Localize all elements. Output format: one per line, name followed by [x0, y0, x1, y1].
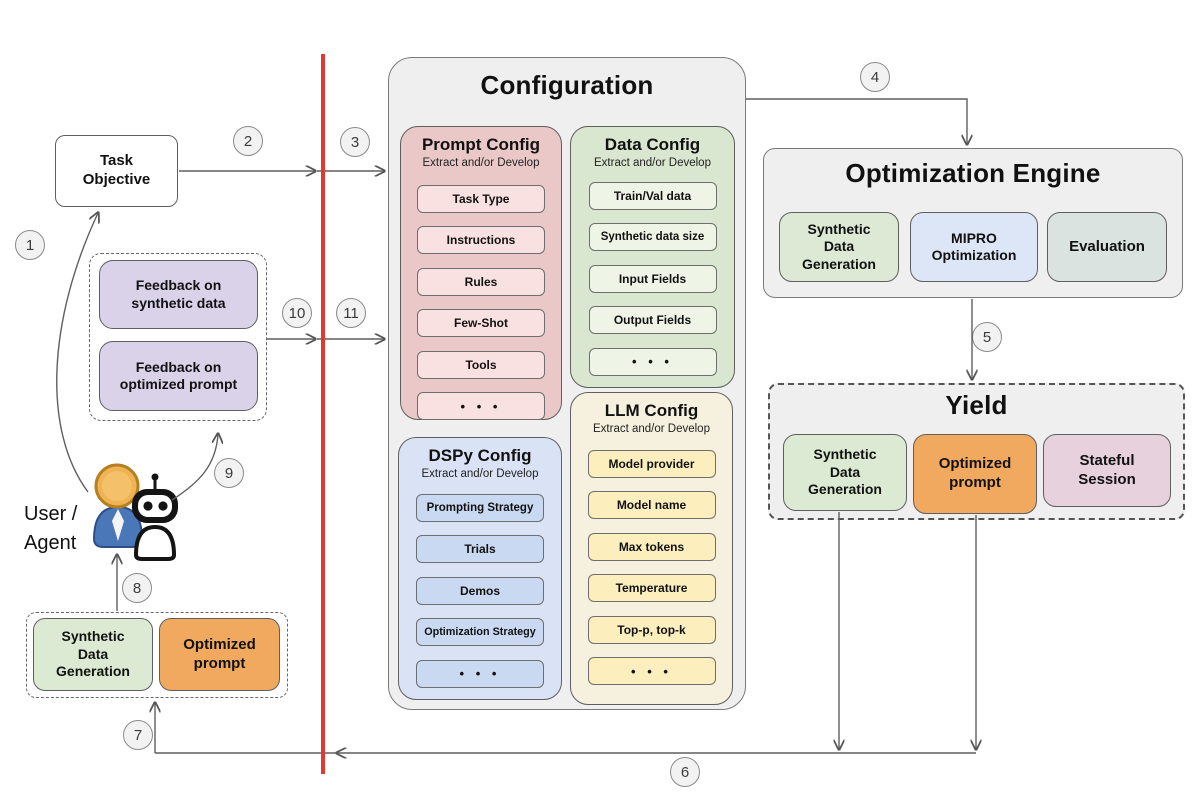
user-agent-label: User / Agent: [24, 503, 78, 554]
config-chip: Few-Shot: [417, 309, 545, 338]
feedback-synthetic-data-box: Feedback on synthetic data: [99, 260, 258, 329]
step-circle-3: 3: [340, 127, 370, 157]
config-chip-ellipsis: • • •: [417, 392, 545, 421]
configuration-title: Configuration: [480, 70, 654, 100]
config-chip-ellipsis: • • •: [416, 659, 544, 688]
llm-config-panel: LLM Config Extract and/or Develop Model …: [570, 392, 733, 705]
config-chip: Task Type: [417, 184, 545, 213]
step-circle-5: 5: [972, 322, 1002, 352]
llm-config-title: LLM Config: [604, 401, 699, 420]
optimization-engine-title: Optimization Engine: [845, 158, 1101, 188]
engine-synthetic-data-box: Synthetic Data Generation: [779, 212, 899, 282]
config-chip: Input Fields: [588, 264, 717, 293]
yield-title: Yield: [945, 390, 1008, 420]
step-circle-10: 10: [282, 298, 312, 328]
step-circle-7: 7: [123, 720, 153, 750]
data-config-panel: Data Config Extract and/or Develop Train…: [570, 126, 735, 388]
step-circle-9: 9: [214, 458, 244, 488]
task-objective-label: Task Objective: [82, 152, 151, 188]
step-circle-2: 2: [233, 126, 263, 156]
prompt-config-title: Prompt Config: [421, 135, 541, 154]
step-circle-1: 1: [15, 230, 45, 260]
config-chip: Prompting Strategy: [416, 493, 544, 522]
config-chip: Model provider: [587, 449, 716, 478]
config-chip: Top-p, top-k: [587, 615, 716, 644]
config-chip: Optimization Strategy: [416, 618, 544, 647]
output-optimized-prompt-label: Optimized prompt: [183, 635, 256, 672]
output-optimized-prompt-box: Optimized prompt: [159, 618, 280, 691]
config-chip-ellipsis: • • •: [588, 347, 717, 376]
data-config-title: Data Config: [604, 135, 701, 154]
yield-stateful-session-box: Stateful Session: [1043, 434, 1171, 507]
config-chip: Instructions: [417, 226, 545, 255]
dspy-config-panel: DSPy Config Extract and/or Develop Promp…: [398, 437, 562, 700]
feedback-optimized-prompt-label: Feedback on optimized prompt: [119, 358, 238, 393]
engine-mipro-box: MIPRO Optimization: [910, 212, 1038, 282]
engine-evaluation-box: Evaluation: [1047, 212, 1167, 282]
step-circle-4: 4: [860, 62, 890, 92]
prompt-config-subtitle: Extract and/or Develop: [422, 156, 540, 169]
task-objective-box: Task Objective: [55, 135, 178, 207]
llm-config-subtitle: Extract and/or Develop: [593, 422, 710, 435]
user-robot-icon: [92, 463, 178, 561]
dspy-config-title: DSPy Config: [428, 446, 532, 465]
feedback-synthetic-data-label: Feedback on synthetic data: [131, 277, 226, 311]
dspy-config-subtitle: Extract and/or Develop: [421, 467, 539, 480]
output-synthetic-data-box: Synthetic Data Generation: [33, 618, 153, 691]
arrow-4: [746, 98, 967, 144]
config-chip: Temperature: [587, 574, 716, 603]
config-chip-ellipsis: • • •: [587, 657, 716, 686]
prompt-config-panel: Prompt Config Extract and/or Develop Tas…: [400, 126, 562, 421]
config-chip: Model name: [587, 491, 716, 520]
config-chip: Synthetic data size: [588, 223, 717, 252]
step-circle-8: 8: [122, 573, 152, 603]
feedback-optimized-prompt-box: Feedback on optimized prompt: [99, 341, 258, 411]
config-chip: Max tokens: [587, 532, 716, 561]
step-circle-6: 6: [670, 757, 700, 787]
config-chip: Rules: [417, 267, 545, 296]
config-chip: Trials: [416, 535, 544, 564]
config-chip: Demos: [416, 576, 544, 605]
step-circle-11: 11: [336, 298, 366, 328]
config-chip: Tools: [417, 350, 545, 379]
config-chip: Train/Val data: [588, 181, 717, 210]
output-synthetic-data-label: Synthetic Data Generation: [56, 628, 130, 680]
output-group: [26, 612, 288, 698]
yield-optimized-prompt-box: Optimized prompt: [913, 434, 1037, 514]
data-config-subtitle: Extract and/or Develop: [594, 156, 711, 169]
config-chip: Output Fields: [588, 306, 717, 335]
yield-synthetic-data-box: Synthetic Data Generation: [783, 434, 907, 511]
